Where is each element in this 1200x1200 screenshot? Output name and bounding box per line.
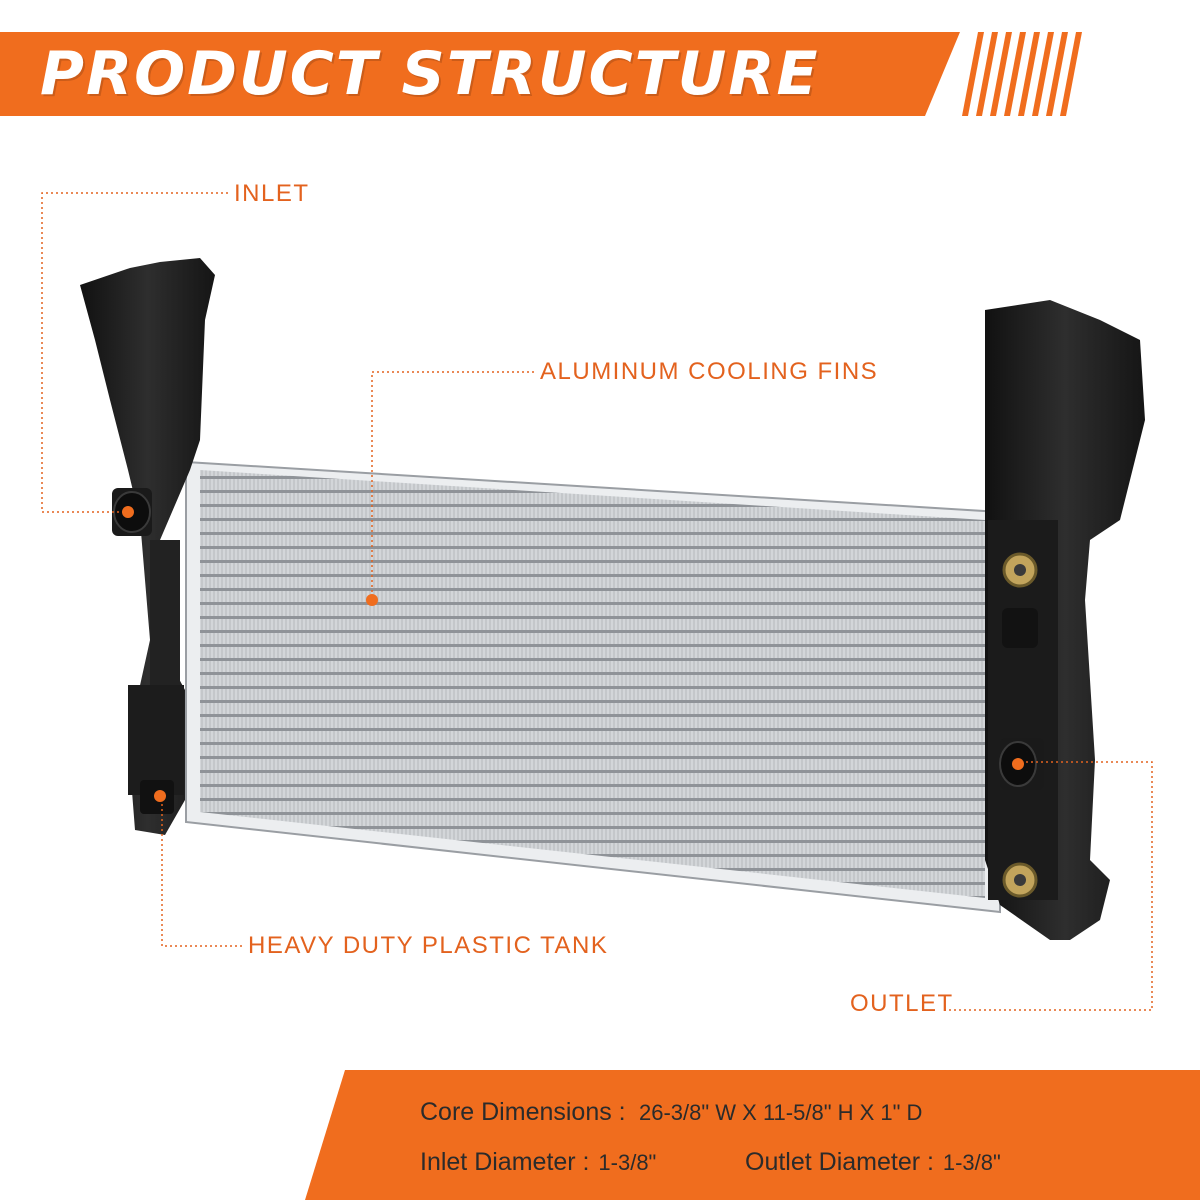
banner-background [0,32,960,116]
inlet-diameter-value: 1-3/8" [598,1150,657,1175]
inlet-diameter-row: Inlet Diameter : 1-3/8" [420,1148,656,1177]
inlet-label: INLET [234,180,310,207]
spec-panel-background [305,1070,1200,1200]
outlet-diameter-value: 1-3/8" [942,1150,1001,1175]
outlet-diameter-row: Outlet Diameter : 1-3/8" [745,1148,1001,1177]
core-dimensions-row: Core Dimensions : 26-3/8" W X 11-5/8" H … [420,1098,922,1127]
banner-stripes-decoration [962,32,1082,116]
header-banner: PRODUCT STRUCTURE [0,32,960,116]
page-title: PRODUCT STRUCTURE [40,39,820,109]
core-dimensions-value: 26-3/8" W X 11-5/8" H X 1" D [638,1100,923,1125]
inlet-pipe [112,488,152,536]
aluminum-cooling-fins-label: ALUMINUM COOLING FINS [540,358,879,385]
outlet-pipe [999,738,1044,790]
core-dimensions-label: Core Dimensions : [420,1098,626,1126]
outlet-diameter-label: Outlet Diameter : [745,1148,934,1176]
outlet-label: OUTLET [850,990,954,1017]
heavy-duty-plastic-tank-label: HEAVY DUTY PLASTIC TANK [248,932,609,959]
inlet-diameter-label: Inlet Diameter : [420,1148,590,1176]
